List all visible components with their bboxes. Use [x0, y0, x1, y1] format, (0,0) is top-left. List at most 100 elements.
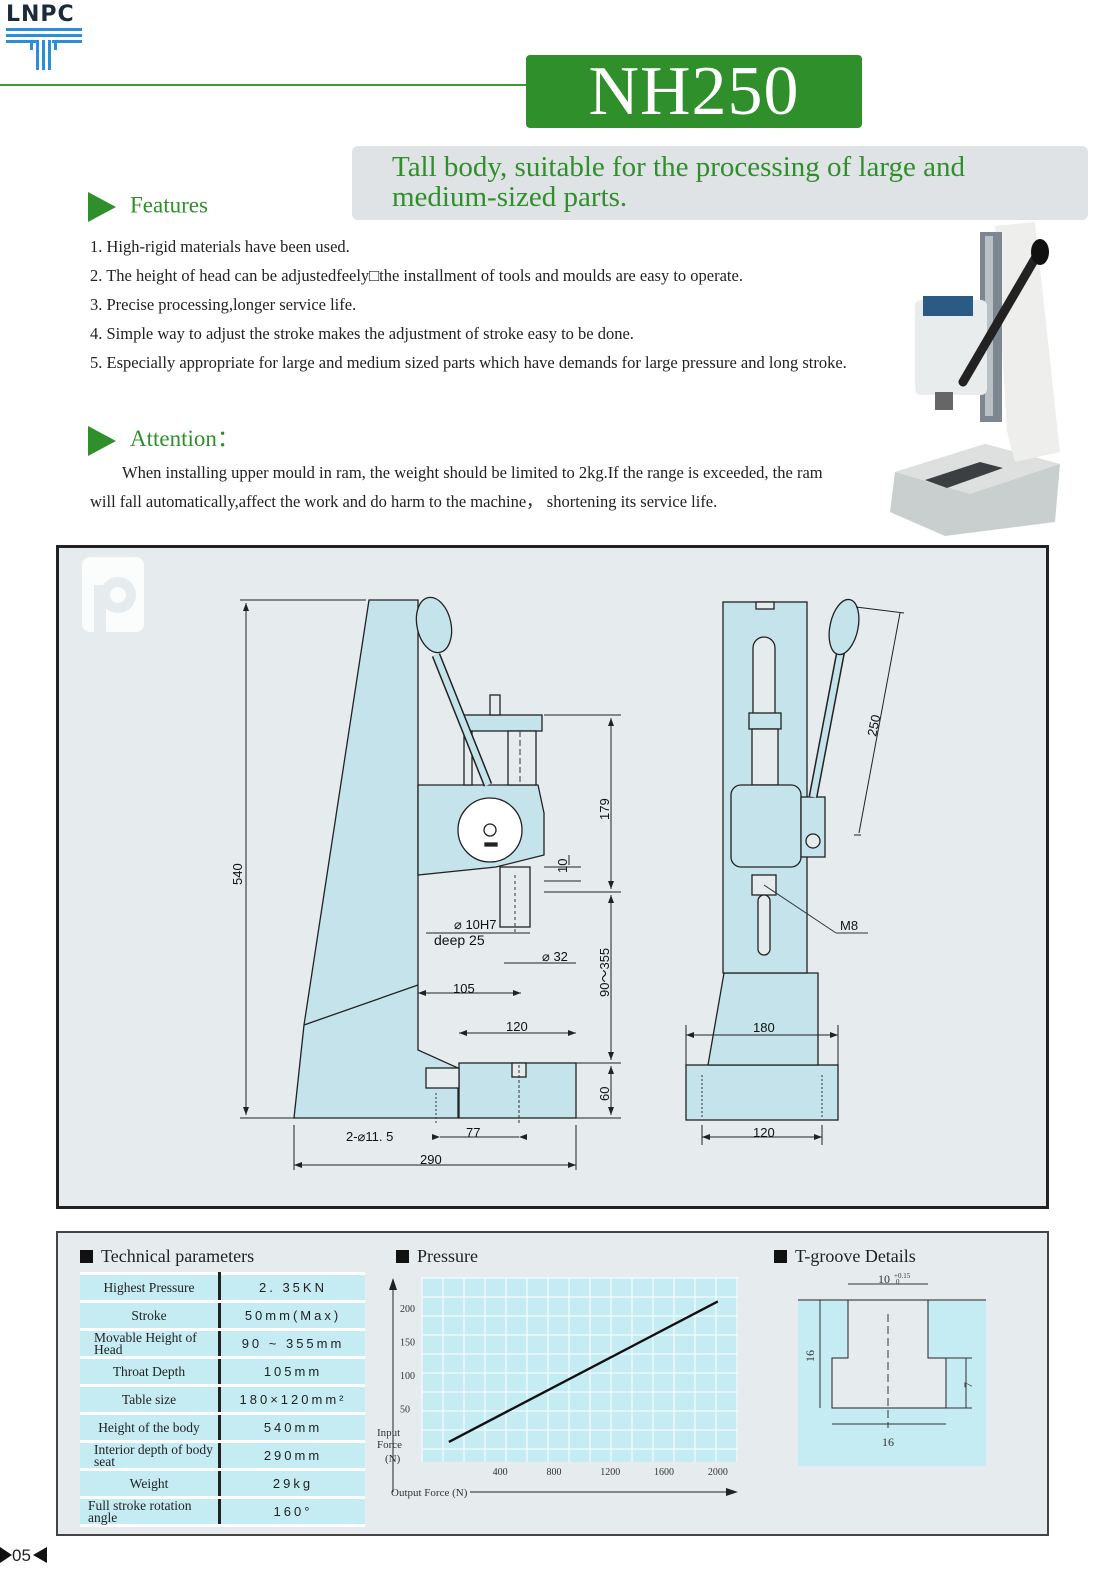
y-tick-label: 150: [400, 1338, 415, 1349]
square-bullet-icon: [396, 1250, 409, 1263]
y-tick-label: 50: [400, 1404, 410, 1415]
param-value: 540mm: [219, 1412, 365, 1443]
dim-179: 179: [597, 798, 612, 820]
brand-logo-icon: [6, 28, 82, 70]
y-label-line: (N): [385, 1453, 401, 1465]
feature-item: 2. The height of head can be adjustedfee…: [90, 266, 743, 285]
x-tick-label: 800: [546, 1467, 561, 1478]
param-label: Highest Pressure: [80, 1272, 221, 1303]
pressure-series-line: [448, 1300, 719, 1443]
dim-77: 77: [466, 1125, 480, 1140]
param-value: 90 ~ 355mm: [219, 1328, 365, 1359]
page-arrow-left-icon: [0, 1547, 12, 1563]
y-tick-label: 200: [400, 1304, 415, 1315]
param-label: Movable Height of Head: [80, 1328, 221, 1359]
x-tick-label: 2000: [708, 1467, 728, 1478]
watermark-logo-icon: [82, 557, 144, 632]
attention-text-body: When installing upper mould in ram, the …: [90, 463, 823, 511]
y-label-line: Input: [377, 1427, 400, 1439]
param-value: 29kg: [219, 1468, 365, 1499]
tgroove-diagram: 10 +0.15 0 16 7 16: [798, 1272, 986, 1466]
dim-shank: ⌀ 32: [542, 949, 568, 964]
x-tick-label: 1200: [600, 1467, 620, 1478]
page-number-label: 05: [12, 1546, 31, 1565]
feature-item: 5. Especially appropriate for large and …: [90, 353, 847, 372]
tgroove-bottom-width: 16: [882, 1435, 894, 1449]
arrow-icon: [88, 425, 116, 456]
dim-180: 180: [753, 1020, 775, 1035]
param-label: Full stroke rotation angle: [80, 1496, 221, 1527]
dim-holes: 2-⌀11. 5: [346, 1129, 393, 1144]
param-value: 50mm(Max): [219, 1300, 365, 1331]
attention-heading: Attention：: [88, 419, 240, 456]
tgroove-height: 16: [803, 1350, 817, 1362]
dim-105: 105: [453, 981, 475, 996]
attention-heading-label: Attention：: [130, 426, 240, 451]
technical-drawing: 540 179 10 ⌀ 10H7 deep 25 ⌀ 32 105 90～35…: [82, 557, 905, 1170]
dim-290: 290: [420, 1152, 442, 1167]
tgroove-heading-label: T-groove Details: [795, 1246, 916, 1266]
brand-logo-text: LNPC: [6, 2, 75, 27]
dim-60: 60: [597, 1087, 612, 1101]
param-value: 2. 35KN: [219, 1272, 365, 1303]
model-title: NH250: [526, 55, 862, 128]
x-axis-arrow-icon: [726, 1488, 738, 1496]
dim-90-355: 90～355: [597, 948, 612, 997]
page-number: 05: [0, 1546, 47, 1566]
dim-10: 10: [555, 859, 570, 873]
features-heading: Features: [88, 192, 208, 222]
param-label: Weight: [80, 1468, 221, 1499]
pressure-heading: Pressure: [396, 1246, 478, 1267]
param-label: Height of the body: [80, 1412, 221, 1443]
dim-bore: ⌀ 10H7: [454, 917, 497, 932]
param-label: Throat Depth: [80, 1356, 221, 1387]
header-rule: [0, 84, 530, 86]
tgroove-heading: T-groove Details: [774, 1246, 916, 1267]
param-label: Table size: [80, 1384, 221, 1415]
x-tick-label: 400: [493, 1467, 508, 1478]
dim-540: 540: [230, 863, 245, 885]
tgroove-depth: 7: [961, 1382, 975, 1388]
param-value: 180×120mm²: [219, 1384, 365, 1415]
dim-deep: deep 25: [434, 932, 485, 948]
tgroove-tol-lower: 0: [896, 1278, 900, 1286]
param-value: 105mm: [219, 1356, 365, 1387]
square-bullet-icon: [80, 1250, 93, 1263]
arrow-icon: [88, 192, 116, 222]
tgroove-top-width: 10: [878, 1272, 890, 1286]
square-bullet-icon: [774, 1250, 787, 1263]
x-axis-label: Output Force (N): [391, 1487, 468, 1499]
x-tick-label: 1600: [654, 1467, 674, 1478]
feature-item: 3. Precise processing,longer service lif…: [90, 295, 357, 314]
chart-grid: [421, 1277, 738, 1462]
dim-120-front: 120: [753, 1125, 775, 1140]
features-heading-label: Features: [130, 192, 208, 218]
param-value: 290mm: [219, 1440, 365, 1471]
attention-text: When installing upper mould in ram, the …: [90, 458, 835, 516]
page-arrow-right-icon: [32, 1547, 47, 1563]
tagline-text: Tall body, suitable for the processing o…: [392, 151, 965, 213]
param-label: Interior depth of body seat: [80, 1440, 221, 1471]
features-list: 1. High-rigid materials have been used. …: [90, 232, 890, 377]
tech-params-heading: Technical parameters: [80, 1246, 254, 1267]
param-label: Stroke: [80, 1300, 221, 1331]
tech-params-heading-label: Technical parameters: [101, 1246, 255, 1266]
pressure-heading-label: Pressure: [417, 1246, 478, 1266]
feature-item: 4. Simple way to adjust the stroke makes…: [90, 324, 634, 343]
tgroove-tol-upper: +0.15: [894, 1272, 911, 1280]
dim-120-side: 120: [506, 1019, 528, 1034]
chart-ticks: 400 800 1200 1600 2000 50 100 150 200: [400, 1304, 728, 1478]
y-tick-label: 100: [400, 1371, 415, 1382]
product-photo: [890, 222, 1060, 536]
